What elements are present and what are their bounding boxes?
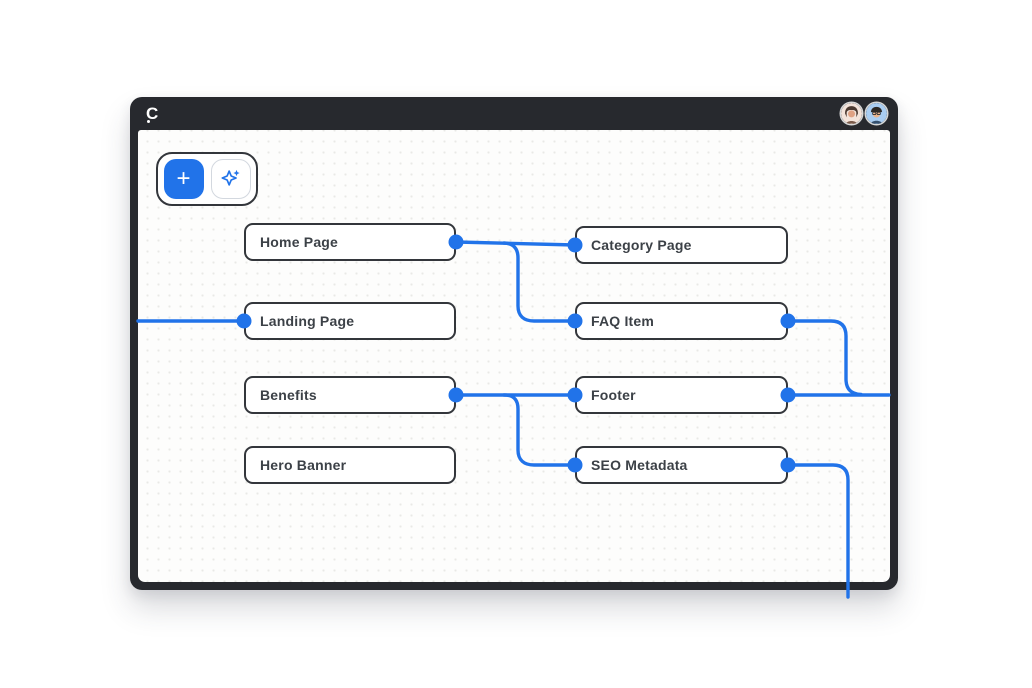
- avatar-man-icon[interactable]: [866, 103, 887, 124]
- avatar-woman-icon[interactable]: [841, 103, 862, 124]
- diagram-canvas[interactable]: [138, 130, 890, 582]
- titlebar: C: [130, 97, 898, 130]
- node-label: Home Page: [260, 234, 339, 250]
- ai-generate-button[interactable]: [210, 159, 251, 199]
- node-label: SEO Metadata: [591, 457, 688, 473]
- node-footer[interactable]: Footer: [575, 376, 788, 414]
- add-node-button[interactable]: +: [163, 159, 204, 199]
- plus-icon: +: [176, 165, 191, 192]
- node-benefits[interactable]: Benefits: [244, 376, 456, 414]
- sparkles-icon: [220, 167, 242, 192]
- node-category-page[interactable]: Category Page: [575, 226, 788, 264]
- node-label: Category Page: [591, 237, 692, 253]
- node-faq-item[interactable]: FAQ Item: [575, 302, 788, 340]
- node-seo-metadata[interactable]: SEO Metadata: [575, 446, 788, 484]
- node-label: FAQ Item: [591, 313, 655, 329]
- node-label: Footer: [591, 387, 636, 403]
- canvas-toolbar: +: [156, 152, 258, 206]
- node-label: Benefits: [260, 387, 317, 403]
- app-logo: C: [146, 104, 159, 123]
- node-home-page[interactable]: Home Page: [244, 223, 456, 261]
- node-label: Landing Page: [260, 313, 355, 329]
- node-label: Hero Banner: [260, 457, 347, 473]
- node-landing-page[interactable]: Landing Page: [244, 302, 456, 340]
- node-hero-banner[interactable]: Hero Banner: [244, 446, 456, 484]
- app-window: C: [130, 97, 898, 590]
